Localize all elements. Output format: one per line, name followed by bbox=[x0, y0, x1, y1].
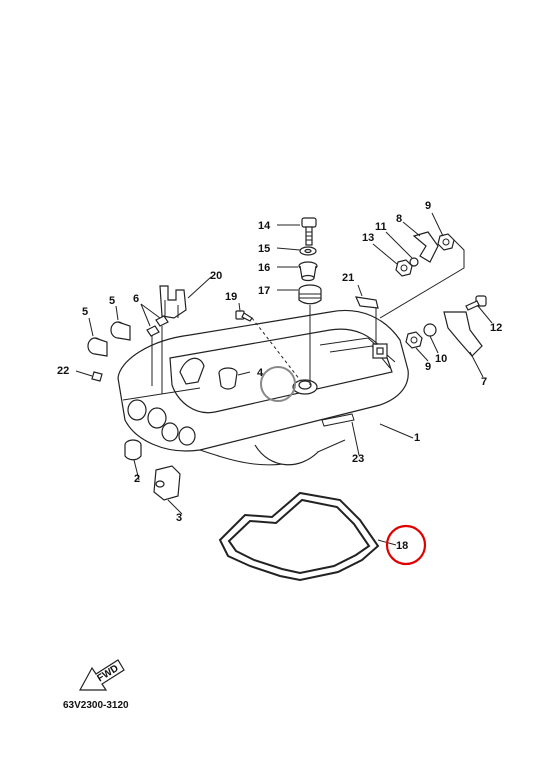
callout-20: 20 bbox=[210, 270, 222, 282]
callout-18: 18 bbox=[396, 540, 408, 552]
bolt-part-14 bbox=[301, 217, 317, 246]
screw-part-19 bbox=[235, 310, 253, 322]
callout-21: 21 bbox=[342, 272, 354, 284]
callout-1: 1 bbox=[414, 432, 420, 444]
highlight-circle bbox=[385, 524, 427, 566]
callout-5a: 5 bbox=[82, 306, 88, 318]
callout-14: 14 bbox=[258, 220, 271, 232]
plug-part-5a bbox=[87, 337, 108, 357]
grommet-part-3 bbox=[153, 465, 181, 501]
leader-lines bbox=[75, 212, 493, 546]
callout-2: 2 bbox=[134, 473, 140, 485]
bolt-part-12 bbox=[465, 295, 487, 311]
callout-13: 13 bbox=[362, 232, 374, 244]
nut-part-9b bbox=[405, 331, 423, 349]
bottom-cowling bbox=[117, 309, 409, 466]
callout-3: 3 bbox=[176, 512, 182, 524]
grey-marker-circle bbox=[260, 366, 296, 402]
callout-11: 11 bbox=[375, 221, 387, 233]
callout-16: 16 bbox=[258, 262, 270, 274]
callout-9b: 9 bbox=[425, 361, 431, 373]
callout-17: 17 bbox=[258, 285, 270, 297]
plug-part-5b bbox=[110, 321, 131, 341]
callout-7: 7 bbox=[481, 376, 487, 388]
washer-part-15 bbox=[299, 246, 317, 256]
collar-part-16 bbox=[298, 261, 318, 282]
bracket-part-20 bbox=[159, 285, 187, 320]
gasket-seal bbox=[218, 491, 380, 582]
grommet-part-17 bbox=[298, 284, 322, 305]
label-part-21 bbox=[355, 296, 379, 309]
callout-12: 12 bbox=[490, 322, 502, 334]
callout-6: 6 bbox=[133, 293, 139, 305]
callout-4: 4 bbox=[257, 367, 264, 379]
clip-part-6 bbox=[146, 315, 169, 394]
callout-10: 10 bbox=[435, 353, 447, 365]
callout-22: 22 bbox=[57, 365, 69, 377]
washer-part-10 bbox=[423, 323, 437, 337]
nut-part-9a bbox=[437, 233, 455, 251]
callout-15: 15 bbox=[258, 243, 270, 255]
plug-part-2 bbox=[124, 439, 142, 461]
callout-23: 23 bbox=[352, 453, 364, 465]
callout-9a: 9 bbox=[425, 200, 431, 212]
grommet-part-4 bbox=[218, 367, 238, 390]
callout-8: 8 bbox=[396, 213, 402, 225]
bracket-part-7 bbox=[443, 311, 483, 357]
fwd-arrow-icon: FWD bbox=[78, 659, 125, 691]
bracket-part-8 bbox=[412, 231, 439, 263]
callout-5b: 5 bbox=[109, 295, 115, 307]
washer-part-11 bbox=[409, 257, 419, 267]
clip-part-22 bbox=[91, 371, 103, 382]
drawing-code: 63V2300-3120 bbox=[63, 700, 129, 711]
nut-part-13 bbox=[395, 259, 413, 277]
callout-19: 19 bbox=[225, 291, 237, 303]
